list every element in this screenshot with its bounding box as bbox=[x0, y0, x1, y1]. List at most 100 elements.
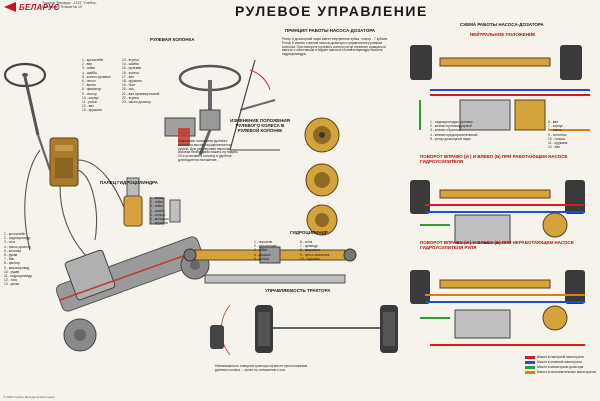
list-item: 4 - шайба bbox=[150, 208, 165, 213]
list-item: 11 - гидроцилиндр bbox=[4, 274, 33, 279]
list-item: 3 - гайка bbox=[82, 66, 95, 71]
list-item: 5 - кольцо bbox=[254, 256, 270, 261]
cylinder-list: 1 - поршень 2 - уплотнение 3 - гайка 4 -… bbox=[254, 240, 277, 261]
hydrocylinder-drawing bbox=[183, 246, 357, 284]
section-scheme: СХЕМА РАБОТЫ НАСОСА-ДОЗАТОРА bbox=[460, 22, 544, 27]
list-item: 10 - корпус bbox=[82, 95, 99, 100]
legend-swatch bbox=[525, 366, 535, 369]
list-item: 7 - пружина bbox=[150, 221, 168, 226]
list-item: 18 - пружина bbox=[122, 79, 142, 84]
list-item: 16 - колесо bbox=[122, 70, 140, 75]
legend-label: Масло в магистрали дозатора bbox=[537, 364, 584, 369]
list-item: 2 - гайка bbox=[150, 200, 163, 205]
list-item: 10 - гильза bbox=[548, 136, 565, 141]
list-item: 22 - втулка bbox=[122, 95, 139, 100]
section-no-pump: ПОВОРОТ ВПРАВО (и ) И ВЛЕВО (б) ПРИ НЕРА… bbox=[420, 240, 574, 250]
section-finger: ПАЛЕЦ ГИДРОЦИЛИНДРА bbox=[100, 180, 158, 185]
left-list: 1 - кронштейн 2 - гидроцилиндр 3 - тяга … bbox=[4, 232, 32, 287]
list-item: 4 - клапан предохранительный bbox=[430, 132, 478, 137]
list-item: 7 - цилиндр bbox=[300, 244, 318, 249]
control-text: Невозможность поворота трактора на месте… bbox=[215, 364, 308, 372]
header: БЕЛАРУС bbox=[4, 2, 60, 12]
list-item: 9 - золотник bbox=[548, 132, 567, 137]
list-item: 3 - гайка bbox=[254, 248, 267, 253]
list-item: 1 - кронштейн bbox=[4, 232, 26, 236]
list-item: 12 - вал bbox=[82, 104, 95, 109]
adjust-drawing bbox=[229, 59, 280, 151]
section-control: УПРАВЛЯЕМОСТЬ ТРАКТОРА bbox=[265, 288, 331, 293]
legend-label: Масло в напорной магистрали bbox=[537, 354, 584, 359]
section-principle: ПРИНЦИП РАБОТЫ НАСОСА-ДОЗАТОРА bbox=[285, 28, 376, 33]
adjust-text: Изменение положения рулевого колеса по в… bbox=[178, 139, 238, 162]
legend: Масло в напорной магистрали Масло в слив… bbox=[525, 355, 596, 375]
column-list-a: 1 - кронштейн 2 - вал 3 - гайка 4 - шайб… bbox=[82, 58, 111, 113]
list-item: 13 - втулка bbox=[122, 58, 139, 62]
scheme-neutral-drawing bbox=[410, 45, 590, 131]
legend-label: Масло в исполнительных магистралях bbox=[537, 369, 597, 374]
list-item: 13 - рычаг bbox=[4, 282, 20, 287]
legend-item: Масло в исполнительных магистралях bbox=[525, 370, 596, 375]
rotor-drawing bbox=[304, 117, 340, 236]
list-item: 9 - пресс-масленка bbox=[300, 252, 330, 257]
section-steering-column: РУЛЕВАЯ КОЛОНКА bbox=[150, 37, 195, 42]
list-item: 9 - сектор bbox=[82, 91, 97, 96]
principle-text: Ротор 5 дозаторной пары имеет внутренние… bbox=[282, 37, 388, 57]
list-item: 15 - рулевая bbox=[122, 66, 142, 71]
list-item: 17 - вал bbox=[122, 74, 135, 79]
list-item: 6 - вкладыш bbox=[150, 217, 169, 222]
section-cylinder: ГИДРОЦИЛИНДР bbox=[290, 230, 328, 235]
list-item: 3 - клапан обратный bbox=[430, 128, 462, 133]
steering-wheel-drawing bbox=[3, 62, 52, 171]
subtitle: Трактор "Беларус - 1221" Учебно-Методиче… bbox=[42, 1, 97, 9]
list-item: 5 - колонка bbox=[4, 248, 21, 253]
list-item: 3 - гайка bbox=[150, 204, 163, 209]
scheme-no-pump-drawing bbox=[410, 270, 585, 346]
legend-swatch bbox=[525, 356, 535, 359]
page-title: РУЛЕВОЕ УПРАВЛЕНИЕ bbox=[235, 3, 428, 19]
legend-item: Масло в напорной магистрали bbox=[525, 355, 596, 360]
list-item: 2 - вал bbox=[82, 62, 93, 67]
oil-tank-drawing bbox=[49, 137, 79, 187]
list-item: 9 - маслопровод bbox=[4, 265, 30, 270]
controllability-drawing bbox=[210, 304, 398, 356]
section-right-turn: ПОВОРОТ ВПРАВО (и ) И ВЛЕВО (б) ПРИ РАБО… bbox=[420, 154, 568, 164]
list-item: 23 - насос-дозатор bbox=[122, 100, 151, 105]
list-item: 7 - корпус bbox=[548, 124, 563, 129]
list-item: 13 - пружина bbox=[82, 108, 102, 113]
scheme-list-2: 6 - вал 7 - корпус 8 - насос 9 - золотни… bbox=[548, 120, 567, 149]
list-item: 8 - насос bbox=[548, 128, 562, 133]
brand: БЕЛАРУС bbox=[4, 2, 60, 12]
list-item: 1 - кронштейн bbox=[82, 58, 104, 62]
list-item: 11 - рычаг bbox=[82, 100, 98, 105]
list-item: 10 - поршень bbox=[300, 256, 321, 261]
footer: © 2009 Учебно-Методический плакат bbox=[3, 395, 55, 399]
column-list-b: 13 - втулка 14 - шайба 15 - рулевая 16 -… bbox=[122, 58, 159, 104]
list-item: 7 - вилка bbox=[82, 83, 96, 88]
section-neutral: НЕЙТРАЛЬНОЕ ПОЛОЖЕНИЕ bbox=[470, 32, 536, 37]
list-item: 1 - палец bbox=[150, 196, 165, 200]
list-item: 5 - ротор дозаторной пары bbox=[430, 136, 471, 141]
cylinder-list-2: 6 - шток 7 - цилиндр 8 - проушина 9 - пр… bbox=[300, 240, 329, 261]
list-item: 8 - проушина bbox=[300, 248, 320, 253]
list-item: 20 - ось bbox=[122, 87, 134, 92]
list-item: 5 - кольцо bbox=[150, 212, 166, 217]
brand-name: БЕЛАРУС bbox=[19, 2, 60, 12]
list-item: 5 - колесо рулевое bbox=[82, 74, 111, 79]
legend-item: Масло в сливной магистрали bbox=[525, 360, 596, 365]
list-item: 4 - насос-дозатор bbox=[4, 244, 31, 249]
scheme-list: 1 - гидроцилиндры рулевые 2 - клапан про… bbox=[430, 120, 477, 141]
legend-item: Масло в магистрали дозатора bbox=[525, 365, 596, 370]
list-item: 7 - бак bbox=[4, 257, 14, 262]
steering-column-drawing bbox=[164, 64, 242, 156]
list-item: 6 - шток bbox=[300, 240, 313, 244]
list-item: 6 - чехол bbox=[82, 79, 96, 84]
list-item: 14 - шайба bbox=[122, 62, 139, 67]
legend-label: Масло в сливной магистрали bbox=[537, 359, 582, 364]
list-item: 11 - пружина bbox=[548, 141, 568, 146]
list-item: 2 - гидроцилиндр bbox=[4, 236, 31, 241]
legend-swatch bbox=[525, 361, 535, 364]
list-item: 8 - фиксатор bbox=[82, 87, 102, 92]
list-item: 10 - рукав bbox=[4, 269, 20, 274]
